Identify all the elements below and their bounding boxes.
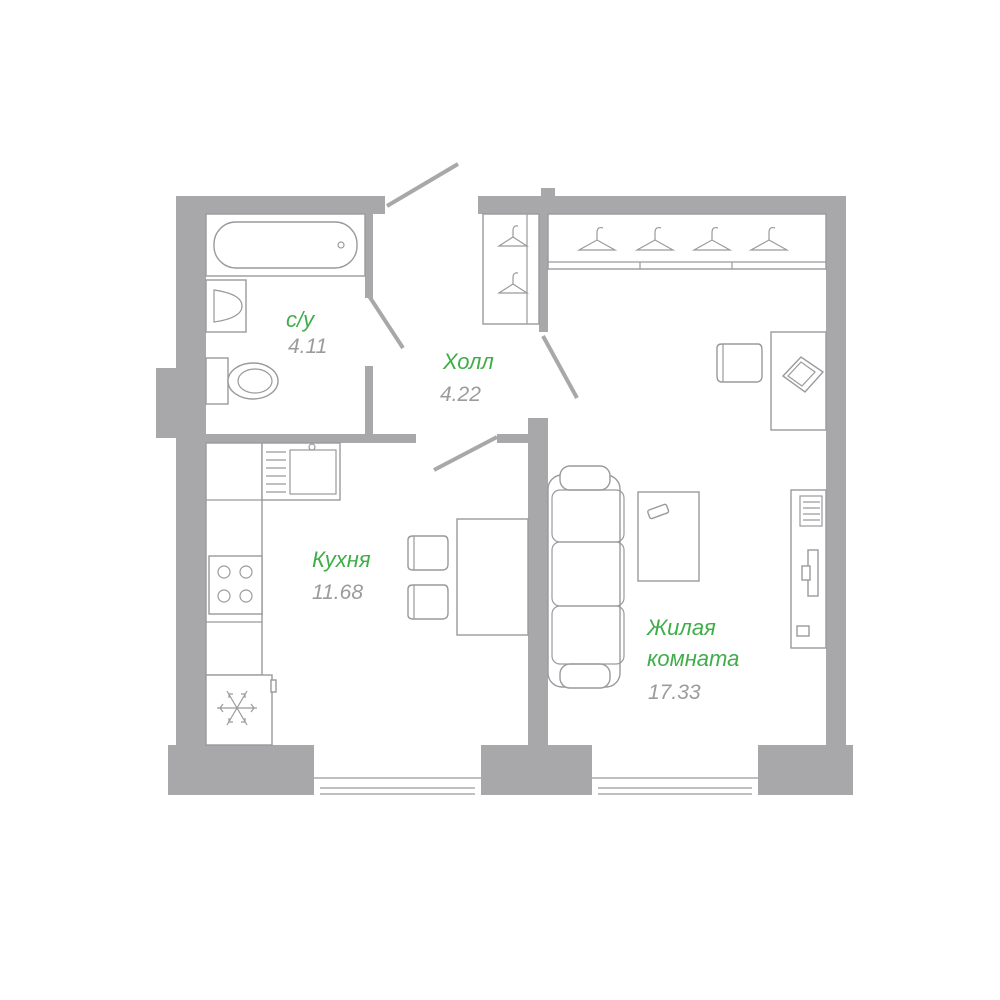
wall-kitchen-living [528,418,548,748]
dining-chair [407,535,449,571]
hall-wardrobe [482,213,540,325]
window-living [592,777,758,795]
wall-bath-right-upper [365,212,373,298]
wall-bottom-left [168,745,314,795]
hanger-icon [691,226,733,251]
window-kitchen [314,777,481,795]
entrance-door [385,162,460,208]
toilet [205,357,279,405]
bathtub [205,213,366,277]
hanger-icon [496,225,530,247]
fridge [205,674,277,746]
snowflake-icon [217,690,257,726]
living-door [541,335,579,399]
coffee-table [637,491,700,582]
hall-name: Холл [443,349,494,374]
hanger-icon [496,272,530,294]
wall-bottom-middle [481,745,592,795]
wall-right [826,196,846,748]
wall-top-stub [541,188,555,198]
remote-icon [647,503,670,520]
tv-icon [801,549,819,597]
dining-chair [407,584,449,620]
hanger-icon [634,226,676,251]
vent-shaft-inner [164,374,186,432]
living-name-line2: комната [647,646,740,671]
wall-left-upper [176,196,206,368]
living-name-line1: Жилая [647,615,716,640]
kitchen-area: 11.68 [312,581,363,604]
dining-table [456,518,529,636]
doors [367,162,579,472]
sofa [547,465,625,689]
living-area: 17.33 [648,681,701,704]
desk-chair [716,343,763,383]
wall-bath-bottom [206,434,416,443]
hanger-icon [748,226,790,251]
hanger-icon [576,226,618,251]
bathroom-area: 4.11 [288,335,328,358]
wall-bath-right-lower [365,366,373,438]
walls [156,188,853,795]
bathroom-name: с/у [286,307,315,332]
wall-hall-right-upper [539,212,548,332]
wall-bottom-right [758,745,853,795]
speaker-icon [796,625,810,637]
living-wardrobe [547,213,827,270]
sink-bathroom [205,279,247,333]
wall-left-lower [176,438,206,748]
kitchen-sink [261,442,341,501]
kitchen-name: Кухня [312,547,371,572]
stove [208,555,263,615]
wall-top-left [176,196,385,214]
laptop-icon [781,356,825,393]
kitchen-door [433,435,498,472]
wall-kitchen-top-stub [497,434,547,443]
windows [314,777,758,795]
bathroom-door [367,294,405,350]
wall-top-right [478,196,846,214]
hall-area: 4.22 [440,383,481,406]
